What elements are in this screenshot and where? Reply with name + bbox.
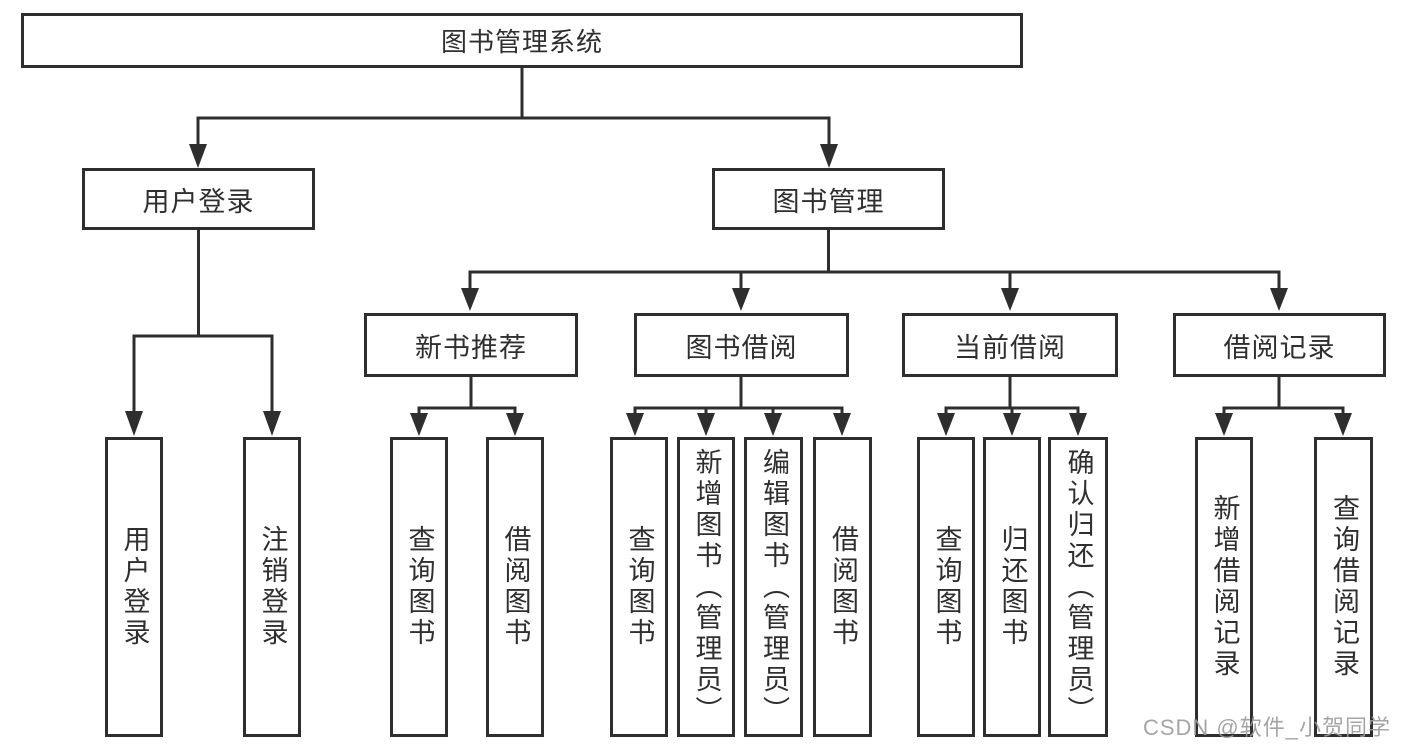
leaf-newbook-borrow: 借阅图书 (486, 437, 544, 737)
leaf-newbook-query: 查询图书 (390, 437, 448, 737)
branch-user-login (125, 230, 281, 436)
arrowhead (833, 413, 851, 436)
leaf-borrow-edit-admin: 编辑图书（管理员） (744, 437, 803, 737)
branch-borrow-records (1215, 377, 1352, 436)
leaf-records-query: 查询借阅记录 (1314, 437, 1373, 737)
arrowhead (1003, 413, 1021, 436)
node-label: 当前借阅 (954, 332, 1066, 363)
arrowhead (506, 413, 524, 436)
node-label: 图书管理系统 (440, 27, 603, 57)
node-book-management: 图书管理 (712, 168, 945, 230)
node-label: 用户登录 (142, 186, 255, 217)
arrowhead (1270, 288, 1288, 311)
node-label: 借阅图书 (500, 525, 531, 649)
node-label: 确认归还（管理员） (1063, 447, 1094, 727)
leaf-borrow-borrow: 借阅图书 (813, 437, 872, 737)
node-label: 借阅记录 (1223, 332, 1336, 363)
arrowhead (732, 288, 750, 311)
node-label: 用户登录 (119, 525, 150, 649)
arrowhead (937, 413, 955, 436)
leaf-user-login: 用户登录 (105, 437, 163, 737)
node-book-borrow: 图书借阅 (634, 313, 849, 377)
arrowhead (1334, 413, 1352, 436)
arrowhead (1001, 288, 1019, 311)
node-borrow-records: 借阅记录 (1173, 313, 1386, 377)
csdn-watermark: CSDN @软件_小贺同学 (1142, 715, 1391, 740)
node-label: 注销登录 (257, 525, 288, 649)
node-root-system: 图书管理系统 (21, 13, 1023, 68)
leaf-borrow-query: 查询图书 (610, 437, 668, 737)
node-label: 查询借阅记录 (1329, 494, 1359, 680)
arrowhead (626, 413, 644, 436)
node-label: 新书推荐 (415, 332, 527, 363)
arrowhead (820, 144, 838, 168)
node-label: 归还图书 (997, 525, 1028, 649)
node-current-borrow: 当前借阅 (902, 313, 1118, 377)
leaf-current-confirm-return-admin: 确认归还（管理员） (1048, 437, 1108, 737)
arrowhead (697, 413, 715, 436)
leaf-current-query: 查询图书 (917, 437, 975, 737)
arrowhead (410, 413, 428, 436)
node-label: 图书借阅 (685, 332, 798, 363)
leaf-borrow-add-admin: 新增图书（管理员） (677, 437, 735, 737)
arrowhead (125, 411, 143, 436)
branch-book-borrow (626, 377, 851, 436)
branch-root (189, 66, 838, 168)
leaf-records-add: 新增借阅记录 (1195, 437, 1253, 737)
arrowhead (461, 288, 479, 311)
node-new-book-recommend: 新书推荐 (364, 313, 578, 377)
arrowhead (263, 411, 281, 436)
arrowhead (1215, 413, 1233, 436)
leaf-current-return: 归还图书 (983, 437, 1041, 737)
node-label: 借阅图书 (828, 525, 858, 649)
node-label: 查询图书 (931, 525, 962, 649)
branch-book-management (461, 230, 1288, 311)
node-label: 新增图书（管理员） (691, 447, 722, 727)
node-label: 图书管理 (772, 186, 885, 217)
node-label: 查询图书 (404, 525, 435, 649)
branch-current-borrow (937, 377, 1087, 436)
arrowhead (189, 144, 207, 168)
branch-new-book (410, 377, 524, 436)
arrowhead (764, 413, 782, 436)
arrowhead (1069, 413, 1087, 436)
leaf-logout: 注销登录 (243, 437, 301, 737)
node-label: 新增借阅记录 (1209, 494, 1240, 680)
node-label: 查询图书 (624, 525, 655, 649)
node-label: 编辑图书（管理员） (759, 447, 789, 727)
node-user-login: 用户登录 (82, 168, 315, 230)
